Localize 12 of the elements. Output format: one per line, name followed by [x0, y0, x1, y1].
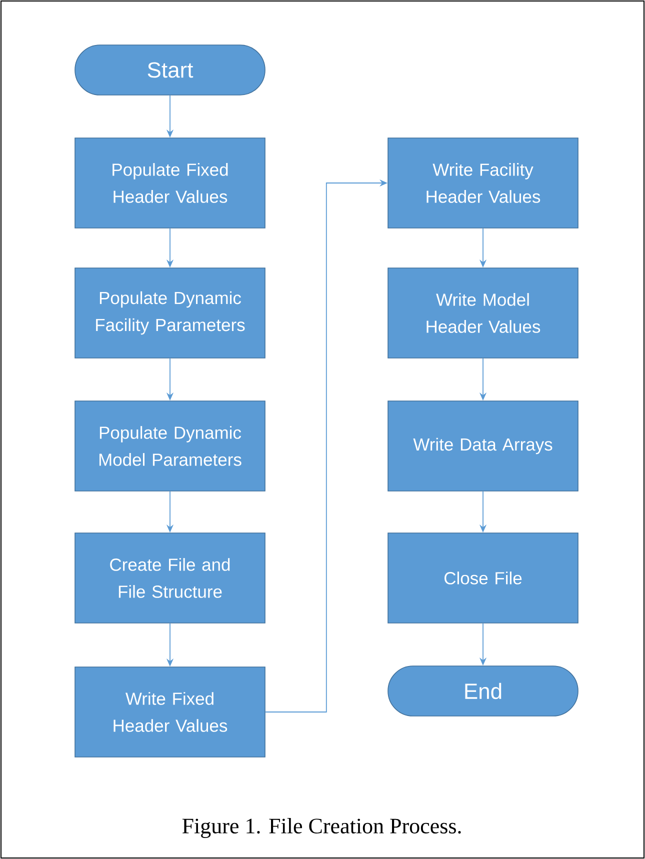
process-box: Write Facility Header Values: [388, 138, 578, 228]
process-box: Write Data Arrays: [388, 400, 578, 492]
process-box: Populate Fixed Header Values: [74, 138, 266, 228]
terminator: Start: [74, 44, 266, 96]
process-box: Create File and File Structure: [74, 532, 266, 624]
process-box: Write Model Header Values: [388, 268, 578, 358]
process-box: Write Fixed Header Values: [74, 666, 266, 758]
process-box: Populate Dynamic Facility Parameters: [74, 268, 266, 358]
caption: Figure 1. File Creation Process.: [182, 818, 461, 838]
terminator: End: [388, 666, 578, 716]
process-box: Populate Dynamic Model Parameters: [74, 400, 266, 492]
process-box: Close File: [388, 532, 578, 624]
